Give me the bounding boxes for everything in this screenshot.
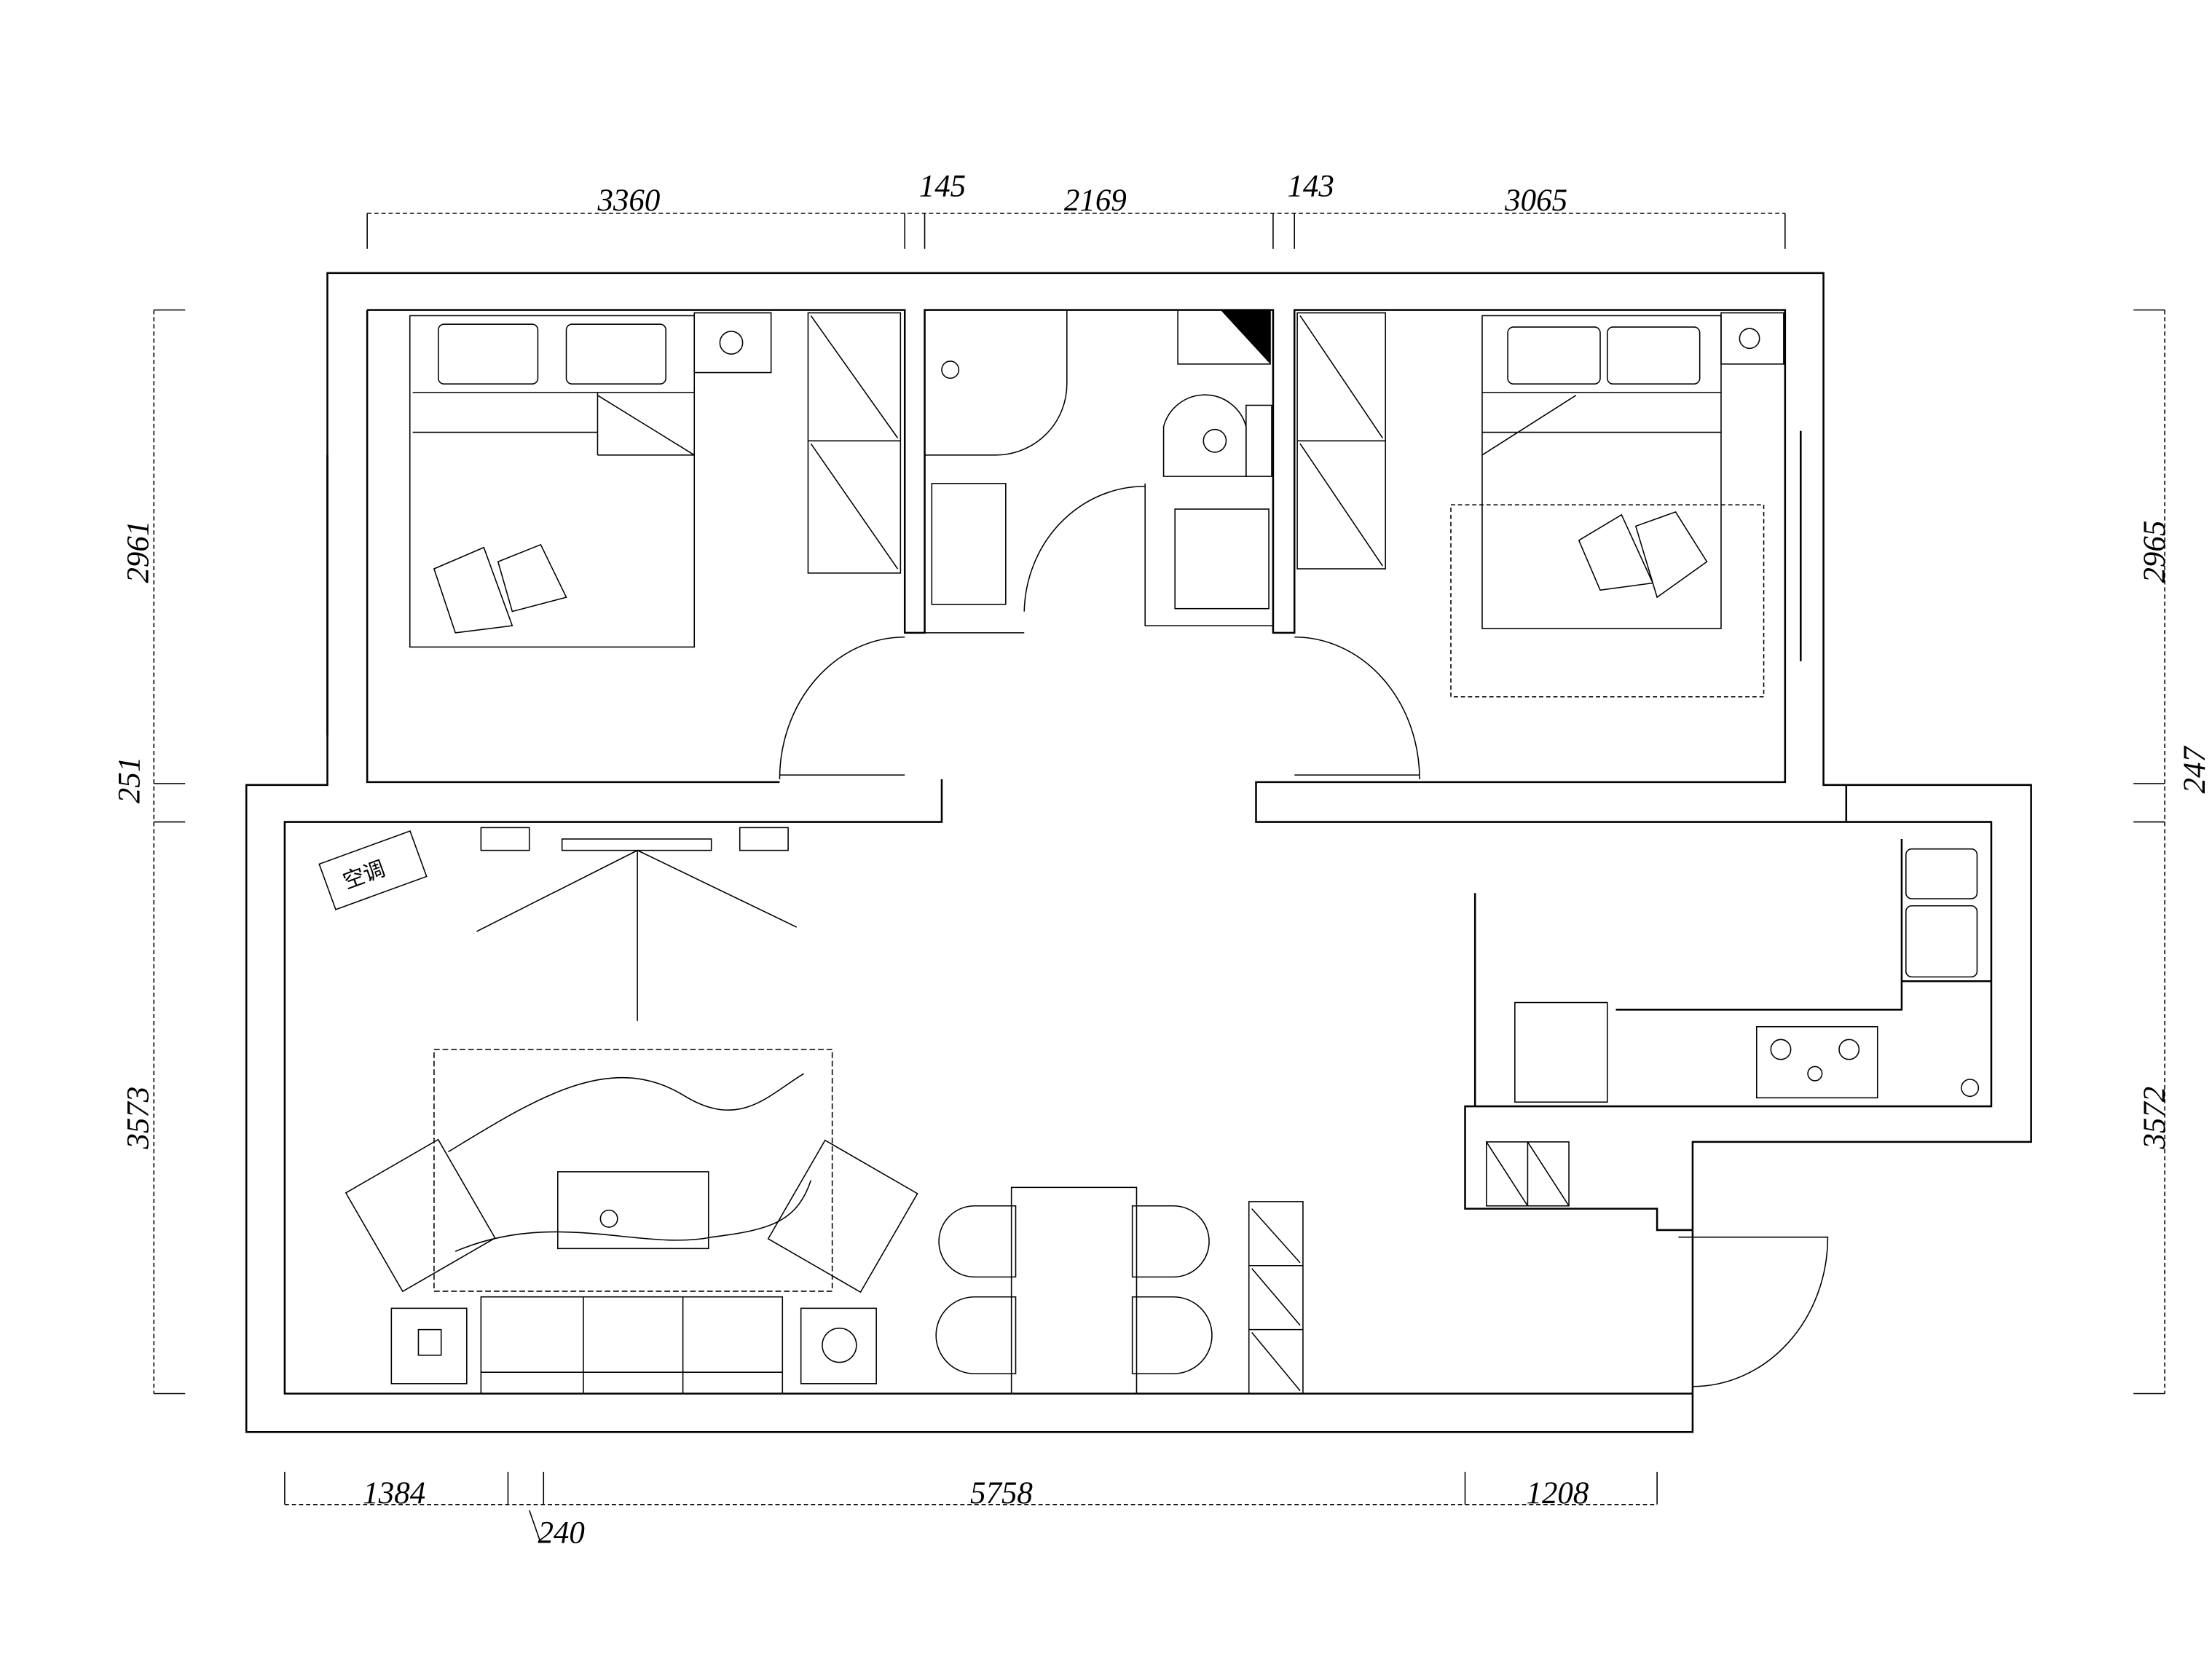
svg-text:247: 247 — [2178, 746, 2212, 794]
svg-text:3065: 3065 — [1504, 184, 1567, 218]
svg-text:5758: 5758 — [970, 1476, 1033, 1510]
bed-right — [1296, 312, 1784, 698]
air-conditioner: 空调 — [318, 830, 428, 910]
svg-text:240: 240 — [538, 1516, 584, 1551]
living-room: 空调 — [318, 827, 918, 1395]
svg-text:2965: 2965 — [2138, 521, 2172, 583]
dimension-labels: 3360 145 2169 143 3065 1384 240 5758 120… — [113, 169, 2212, 1550]
svg-text:3572: 3572 — [2138, 1087, 2172, 1150]
svg-text:1384: 1384 — [363, 1476, 425, 1510]
kitchen — [1486, 848, 1980, 1207]
dining — [935, 1186, 1304, 1395]
svg-text:2169: 2169 — [1064, 184, 1127, 218]
walls — [245, 272, 2032, 1433]
dimension-lines — [153, 213, 2165, 1543]
svg-text:3360: 3360 — [597, 184, 660, 218]
svg-text:1208: 1208 — [1526, 1476, 1589, 1510]
doors — [779, 310, 1829, 1387]
svg-text:251: 251 — [113, 757, 147, 803]
svg-text:3573: 3573 — [121, 1087, 155, 1150]
bed-left — [409, 312, 902, 648]
svg-text:143: 143 — [1287, 169, 1334, 203]
bathroom — [931, 309, 1272, 610]
svg-text:空调: 空调 — [339, 856, 388, 894]
svg-text:145: 145 — [919, 169, 966, 203]
svg-text:2961: 2961 — [121, 521, 155, 583]
